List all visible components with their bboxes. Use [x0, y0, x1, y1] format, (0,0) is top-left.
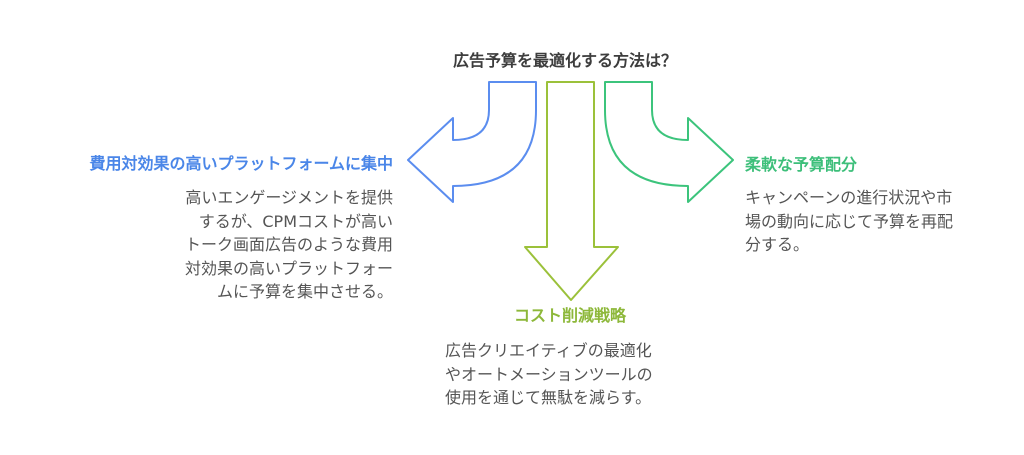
description-line: 高いエンゲージメントを提供	[185, 188, 393, 207]
description-line: するが、CPMコストが高い	[198, 211, 393, 231]
branch-heading-flexible-allocation: 柔軟な予算配分	[745, 155, 858, 174]
description-line: 場の動向に応じて予算を再配	[745, 211, 954, 231]
description-line: 分する。	[745, 235, 810, 254]
description-line: 使用を通じて無駄を減らす。	[445, 388, 652, 407]
branch-description-cost-reduction: 広告クリエイティブの最適化 やオートメーションツールの 使用を通じて無駄を減らす…	[445, 339, 653, 410]
branch-description-platform-focus: 高いエンゲージメントを提供 するが、CPMコストが高い トーク画面広告のような費…	[185, 186, 393, 304]
right-arrow	[604, 81, 734, 203]
description-line: 対効果の高いプラットフォー	[184, 258, 393, 278]
branch-description-flexible-allocation: キャンペーンの進行状況や市 場の動向に応じて予算を再配 分する。	[745, 186, 953, 257]
branch-heading-cost-reduction: コスト削減戦略	[513, 306, 626, 325]
description-line: ムに予算を集中させる。	[216, 282, 393, 301]
branch-heading-platform-focus: 費用対効果の高いプラットフォームに集中	[89, 154, 393, 173]
description-line: やオートメーションツールの	[445, 364, 653, 384]
description-line: キャンペーンの進行状況や市	[745, 188, 953, 207]
left-arrow	[407, 81, 537, 203]
diagram-title: 広告予算を最適化する方法は？	[452, 51, 677, 70]
description-line: 広告クリエイティブの最適化	[445, 341, 652, 360]
description-line: トーク画面広告のような費用	[184, 235, 393, 254]
down-arrow	[524, 81, 619, 301]
